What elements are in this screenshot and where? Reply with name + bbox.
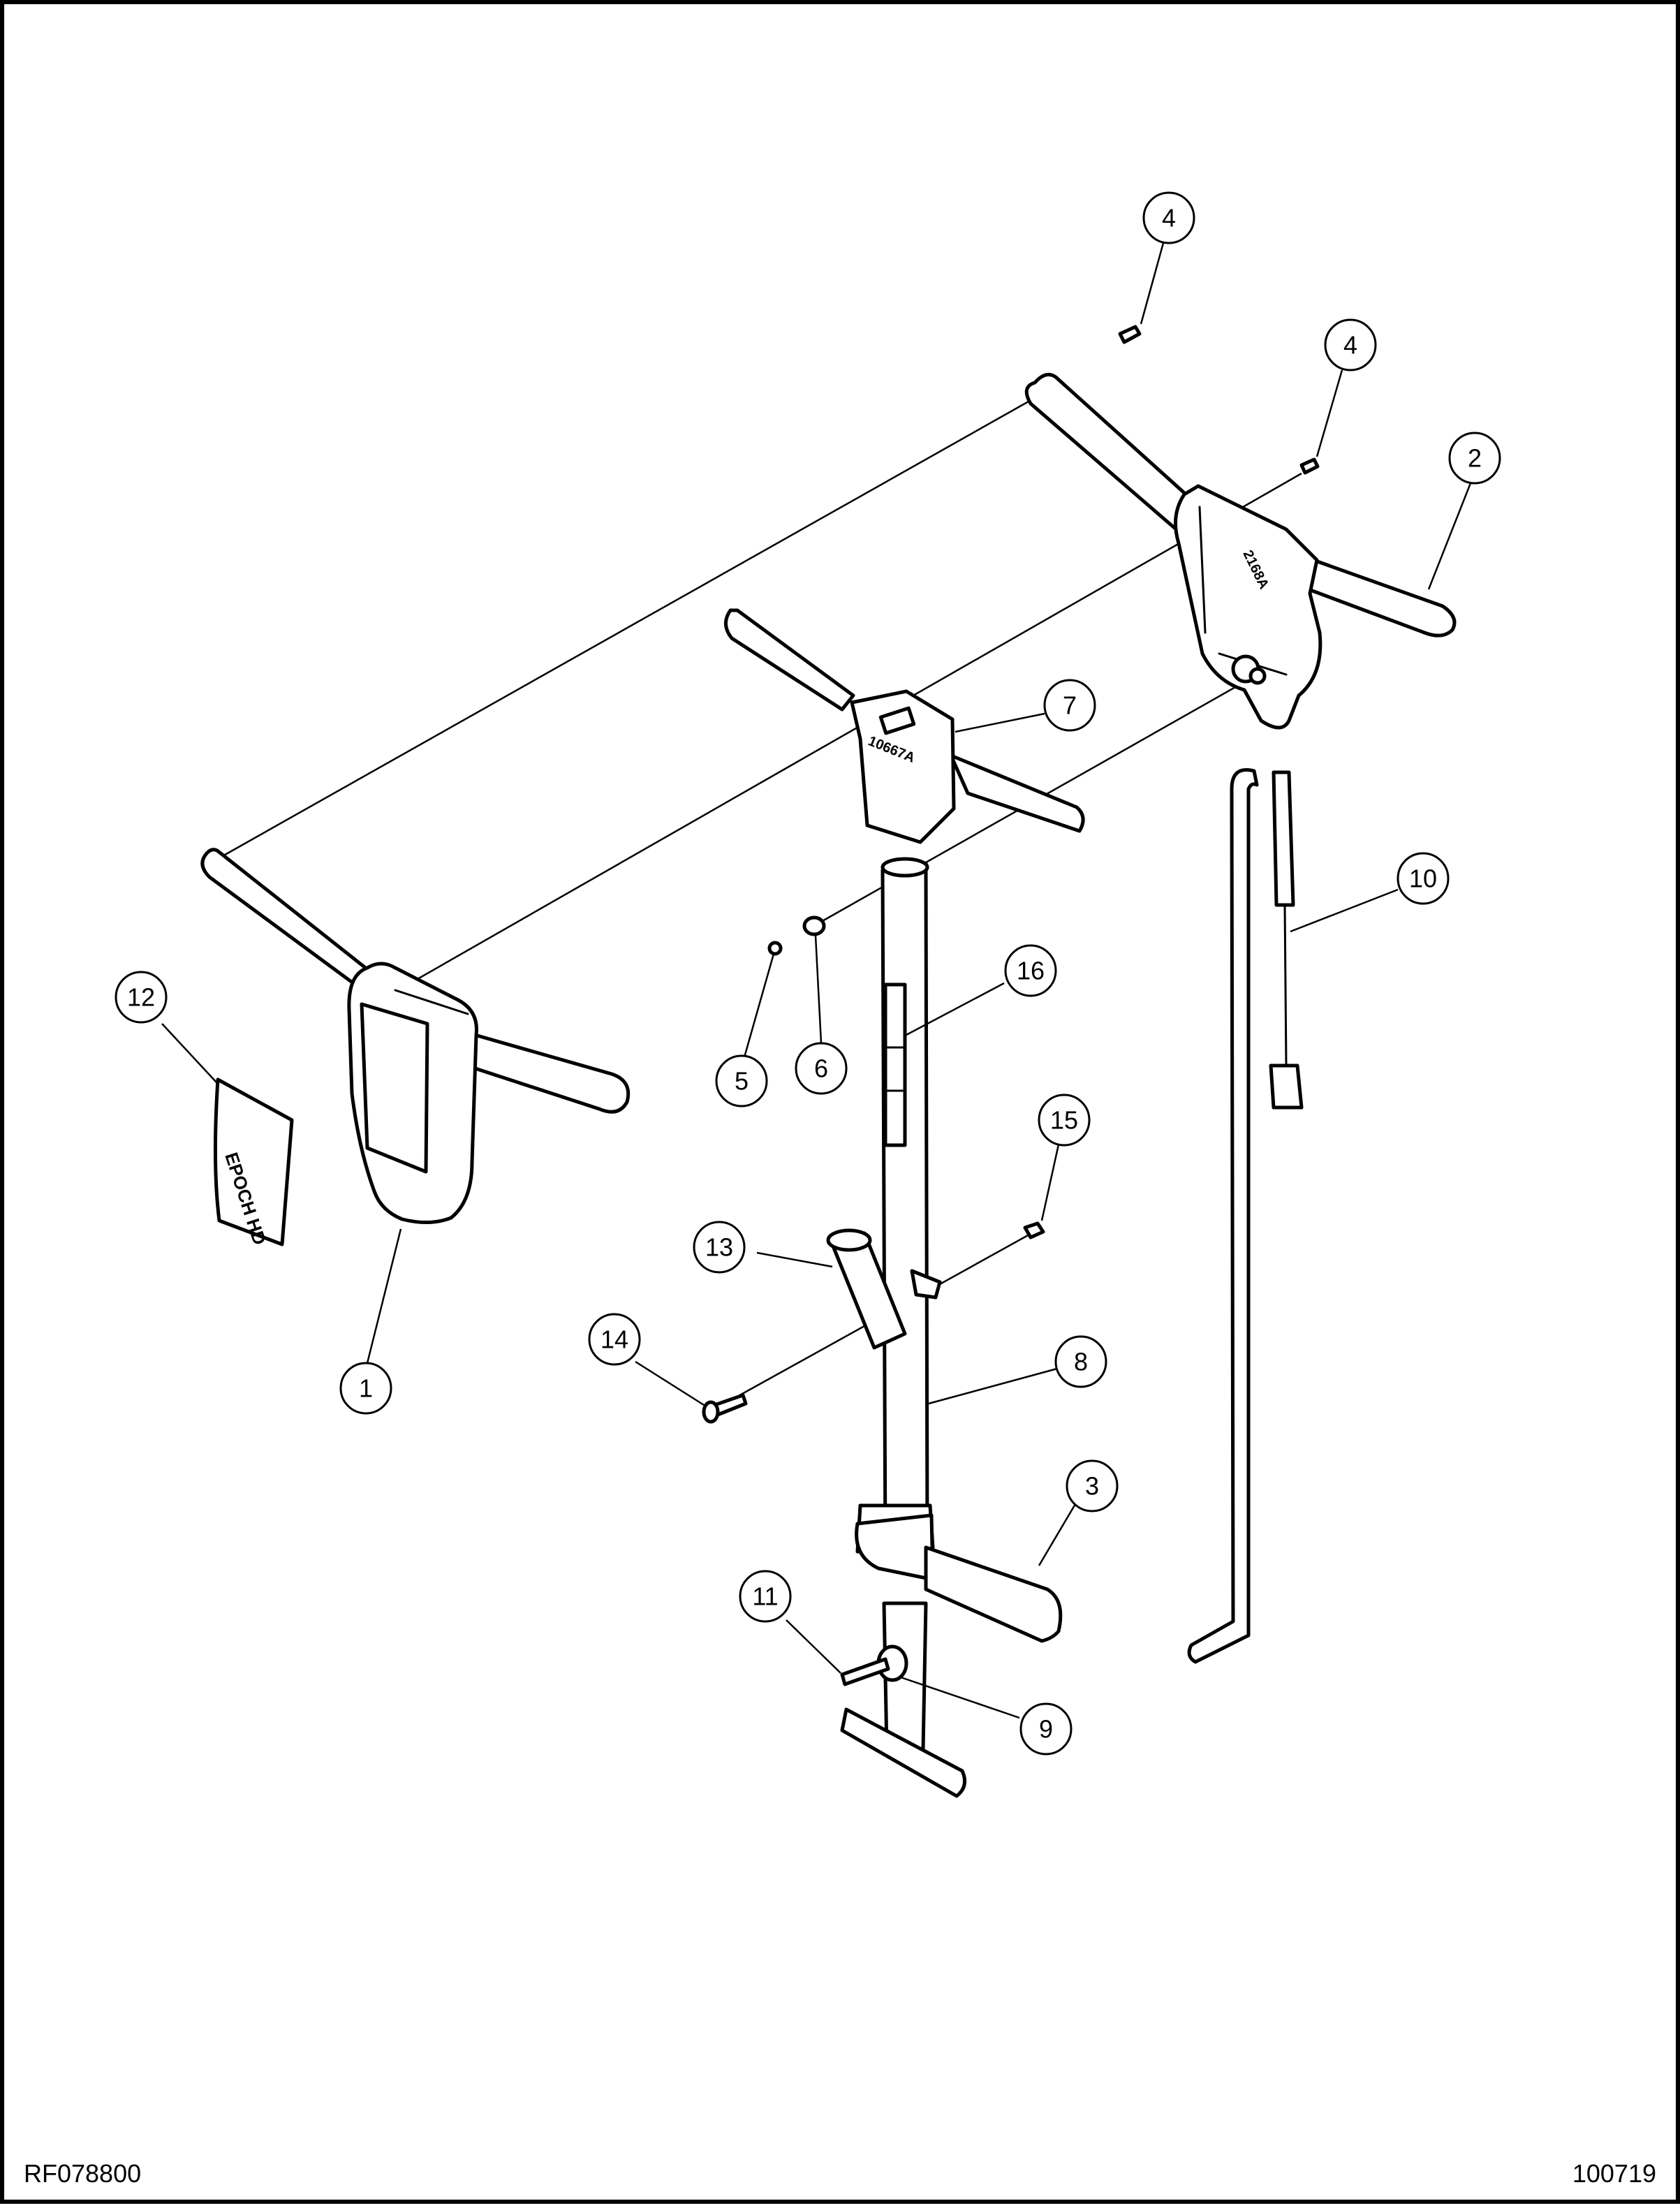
callout-1: 1 — [339, 1362, 392, 1415]
part-1-handlebar — [200, 848, 631, 1225]
callout-15: 15 — [1038, 1094, 1091, 1147]
callout-12: 12 — [115, 971, 168, 1024]
callout-4-lower: 4 — [1324, 318, 1377, 371]
part-3-lower-handle — [855, 1513, 1063, 1643]
callout-label: 9 — [1039, 1715, 1053, 1744]
callout-14: 14 — [588, 1313, 641, 1366]
callout-10: 10 — [1397, 852, 1450, 905]
callout-6: 6 — [795, 1042, 848, 1095]
callout-11: 11 — [739, 1570, 792, 1623]
callout-16: 16 — [1004, 944, 1057, 997]
part-5-6-14-15-fasteners — [702, 915, 1045, 1424]
callout-8: 8 — [1054, 1335, 1107, 1388]
callout-label: 6 — [814, 1054, 828, 1083]
part-7-head-bracket: 10667A — [724, 608, 1085, 844]
callout-4-upper: 4 — [1142, 191, 1195, 244]
revision-number: 100719 — [1572, 2159, 1656, 2188]
callout-label: 16 — [1017, 957, 1045, 985]
callout-label: 3 — [1085, 1472, 1099, 1501]
part-2-yoke: 2168A — [1024, 372, 1457, 730]
callout-label: 11 — [752, 1582, 778, 1611]
callout-label: 5 — [735, 1067, 749, 1096]
callout-label: 15 — [1050, 1106, 1078, 1135]
exploded-parts-diagram: EPOCH HD 2168A 10667A — [115, 191, 1501, 1798]
callout-3: 3 — [1066, 1459, 1119, 1513]
callout-13: 13 — [693, 1221, 746, 1274]
callout-9: 9 — [1019, 1702, 1073, 1756]
callout-label: 4 — [1162, 204, 1176, 233]
callout-label: 7 — [1063, 691, 1077, 720]
callout-2: 2 — [1448, 432, 1501, 485]
part-10-cable — [1187, 768, 1304, 1664]
callout-label: 10 — [1409, 864, 1437, 893]
callout-label: 14 — [600, 1325, 628, 1354]
balloon-leaders — [161, 242, 1472, 1719]
callout-label: 4 — [1343, 331, 1357, 360]
callout-label: 2 — [1468, 444, 1482, 473]
part-9-and-11 — [840, 1601, 967, 1798]
callout-label: 8 — [1074, 1348, 1088, 1376]
part-13-clamp — [826, 1228, 942, 1350]
callout-5: 5 — [715, 1054, 768, 1107]
callout-label: 12 — [127, 983, 155, 1012]
callout-label: 1 — [359, 1374, 373, 1403]
part-4-bolts — [1118, 325, 1320, 475]
part-8-column — [855, 857, 935, 1561]
callout-label: 13 — [705, 1233, 733, 1262]
callout-7: 7 — [1043, 679, 1096, 732]
part-12-decal: EPOCH HD — [213, 1077, 294, 1247]
drawing-number: RF078800 — [24, 2159, 142, 2188]
